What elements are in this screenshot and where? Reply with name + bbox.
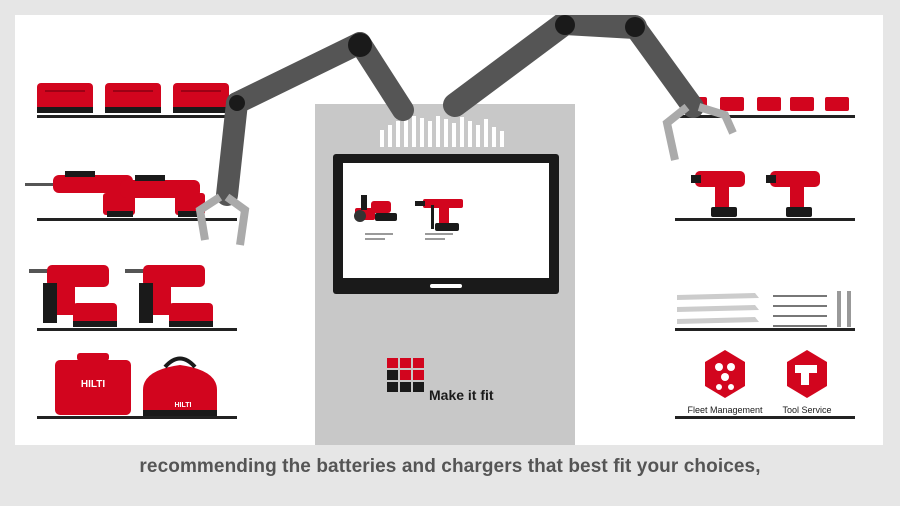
tool-case: HILTI: [55, 353, 131, 415]
shelf-r4: [675, 416, 855, 419]
fleet-management-icon[interactable]: [705, 350, 745, 398]
make-it-fit-logo: [387, 358, 424, 392]
kiosk-tagline: Make it fit: [429, 387, 494, 403]
tool-bag: HILTI: [143, 356, 217, 416]
recip-saw-row: [25, 171, 205, 217]
shelf-1: [37, 115, 237, 118]
shelf-4: [37, 416, 237, 419]
shelf-2: [37, 218, 237, 221]
caption-text: recommending the batteries and chargers …: [139, 456, 761, 477]
charger-row: [37, 83, 229, 113]
shelf-r3: [675, 328, 855, 331]
left-shelves: HILTI HILTI: [25, 83, 237, 419]
shelf-r2: [675, 218, 855, 221]
scene-frame: Make it fit: [15, 15, 883, 445]
case-brand-label: HILTI: [81, 379, 105, 390]
robot-arm-right: [443, 15, 737, 161]
drill-row: [691, 171, 820, 217]
screen-home-button[interactable]: [430, 284, 462, 288]
rotary-hammer-row: [29, 265, 213, 327]
caption-bar: [0, 448, 900, 506]
screen-product-saw-icon[interactable]: [354, 195, 397, 240]
tool-service-label: Tool Service: [782, 405, 831, 415]
accessories-row: [677, 291, 851, 327]
kiosk: Make it fit: [315, 104, 575, 445]
shelf-r1: [675, 115, 855, 118]
right-shelves: Fleet Management Tool Service: [675, 97, 855, 419]
fleet-management-label: Fleet Management: [687, 405, 763, 415]
speaker-grille-icon: [380, 116, 504, 147]
screen-product-drill-icon[interactable]: [415, 199, 463, 240]
bag-brand-label: HILTI: [175, 402, 192, 409]
tool-service-icon[interactable]: [787, 350, 827, 398]
illustration: Make it fit: [25, 15, 855, 445]
shelf-3: [37, 328, 237, 331]
robot-arm-left: [195, 32, 414, 246]
